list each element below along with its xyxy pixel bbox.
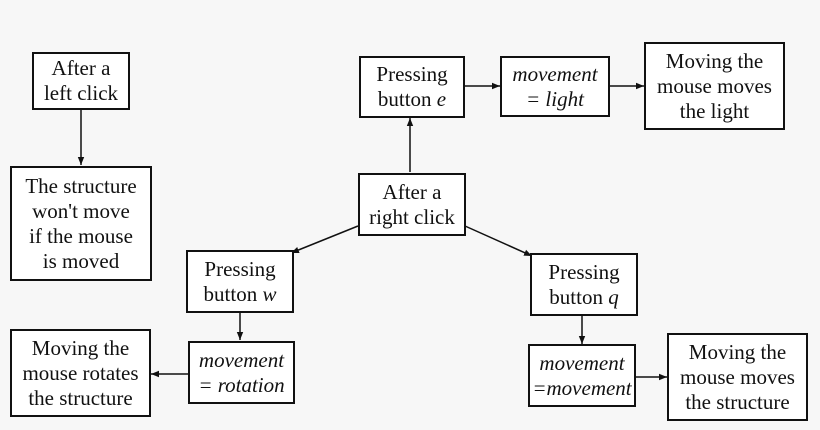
node-move-result-line3: the structure bbox=[685, 389, 790, 414]
node-press-q-line2: button bbox=[549, 284, 609, 309]
node-press-q-line1: Pressing bbox=[548, 259, 620, 284]
node-structure-static-line4: is moved bbox=[42, 248, 120, 273]
node-light-result: Moving the mouse moves the light bbox=[644, 42, 785, 130]
node-structure-static: The structure won't move if the mouse is… bbox=[10, 166, 152, 281]
node-move-light: movement = light bbox=[500, 56, 610, 117]
node-press-w-line1: Pressing bbox=[204, 256, 276, 281]
node-press-q: Pressing button q bbox=[530, 253, 638, 316]
node-press-q-key: q bbox=[608, 284, 619, 309]
node-move-result-line1: Moving the bbox=[688, 339, 787, 364]
node-move-movement: movement =movement bbox=[528, 344, 636, 407]
node-right-click-line1: After a bbox=[382, 179, 442, 204]
node-press-e: Pressing button e bbox=[359, 56, 465, 118]
arrow-right-click-to-press-q bbox=[464, 225, 533, 257]
node-move-result: Moving the mouse moves the structure bbox=[667, 333, 808, 421]
node-press-w-line2: button bbox=[203, 281, 263, 306]
node-rotate-result-line1: Moving the bbox=[31, 335, 130, 360]
node-move-light-line2: = light bbox=[526, 86, 584, 111]
node-move-rotation-line2: = rotation bbox=[198, 372, 285, 397]
node-rotate-result: Moving the mouse rotates the structure bbox=[10, 329, 151, 417]
node-structure-static-line3: if the mouse bbox=[29, 223, 133, 248]
node-right-click: After a right click bbox=[358, 173, 466, 236]
node-light-result-line2: mouse moves bbox=[657, 73, 772, 98]
node-press-e-line1: Pressing bbox=[376, 62, 448, 86]
node-light-result-line1: Moving the bbox=[665, 48, 764, 73]
arrow-right-click-to-press-w bbox=[290, 225, 359, 254]
node-move-rotation-line1: movement bbox=[198, 347, 285, 372]
node-rotate-result-line2: mouse rotates bbox=[22, 360, 139, 385]
node-press-e-key: e bbox=[436, 87, 447, 111]
node-press-e-line2: button bbox=[377, 87, 437, 111]
node-rotate-result-line3: the structure bbox=[28, 385, 133, 410]
node-press-w: Pressing button w bbox=[186, 250, 294, 313]
node-press-w-key: w bbox=[262, 281, 277, 306]
node-move-movement-line2: =movement bbox=[532, 375, 632, 400]
node-move-rotation: movement = rotation bbox=[188, 341, 295, 404]
node-structure-static-line2: won't move bbox=[32, 198, 130, 223]
node-left-click: After a left click bbox=[32, 52, 130, 110]
node-left-click-line1: After a bbox=[51, 56, 111, 80]
node-structure-static-line1: The structure bbox=[25, 173, 137, 198]
node-move-light-line1: movement bbox=[512, 61, 598, 86]
node-move-result-line2: mouse moves bbox=[680, 364, 795, 389]
node-move-movement-line1: movement bbox=[539, 350, 625, 375]
node-left-click-line2: left click bbox=[43, 81, 119, 105]
node-right-click-line2: right click bbox=[369, 204, 455, 229]
node-light-result-line3: the light bbox=[679, 98, 750, 123]
